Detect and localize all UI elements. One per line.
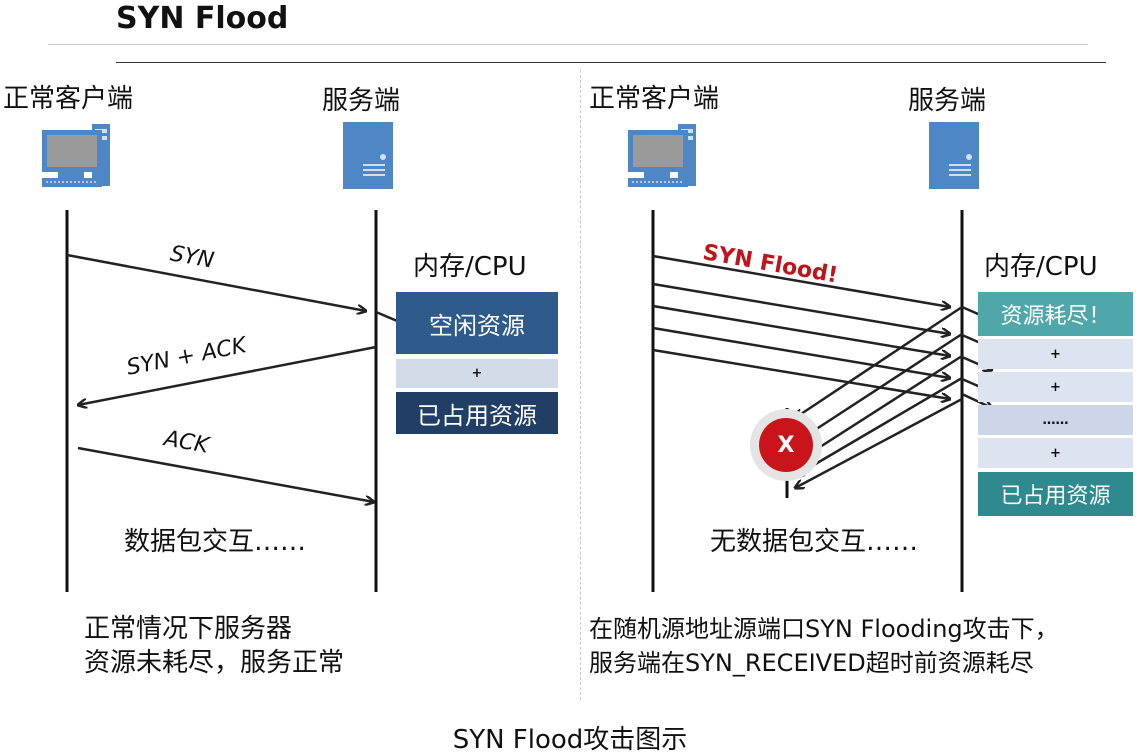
left-res-free: 空闲资源 — [396, 292, 558, 354]
flood-syn-arrow-5 — [652, 348, 950, 399]
flood-synack-arrow-1 — [795, 305, 963, 418]
flood-synack-arrow-5 — [795, 397, 963, 488]
left-res-plus: + — [396, 359, 558, 388]
right-server-icon — [929, 122, 979, 189]
figure-caption: SYN Flood攻击图示 — [452, 725, 688, 755]
left-ack-arrow — [77, 446, 374, 502]
right-res-plus-1: + — [978, 339, 1133, 369]
page-title: SYN Flood — [116, 1, 289, 36]
flood-synack-arrow-4 — [795, 376, 963, 476]
right-server-label: 服务端 — [908, 86, 987, 116]
right-client-computer-icon — [628, 124, 696, 187]
flood-syn-arrow-2 — [652, 282, 950, 334]
left-syn-arrow — [66, 253, 366, 311]
right-note-line1: 在随机源地址源端口SYN Flooding攻击下， — [589, 615, 1059, 643]
title-underline — [48, 44, 1088, 45]
right-resource-label: 内存/CPU — [984, 252, 1098, 282]
left-resource-label: 内存/CPU — [413, 252, 527, 282]
right-res-exhausted: 资源耗尽！ — [978, 292, 1133, 336]
left-server-icon — [343, 122, 393, 189]
left-client-label: 正常客户端 — [3, 84, 134, 114]
left-synack-arrow — [78, 345, 377, 405]
title-rule — [116, 62, 1106, 63]
left-note-line1: 正常情况下服务器 — [84, 614, 293, 644]
right-res-plus-3: + — [978, 438, 1133, 468]
flood-syn-arrow-1 — [652, 254, 950, 307]
blocked-symbol: X — [777, 432, 795, 458]
flood-syn-arrow-3 — [652, 304, 950, 356]
right-client-label: 正常客户端 — [589, 84, 720, 114]
panel-divider — [580, 70, 581, 700]
left-note-line2: 资源未耗尽，服务正常 — [84, 648, 345, 678]
left-res-used: 已占用资源 — [396, 392, 558, 434]
blocked-x-icon — [750, 409, 822, 481]
flood-syn-arrow-4 — [652, 326, 950, 378]
right-res-dots: …… — [978, 405, 1133, 435]
right-no-exchange-text: 无数据包交互…… — [710, 527, 919, 557]
right-note-line2: 服务端在SYN_RECEIVED超时前资源耗尽 — [589, 649, 1034, 677]
left-client-computer-icon — [42, 124, 110, 187]
flood-synack-arrow-2 — [795, 332, 963, 443]
left-exchange-text: 数据包交互…… — [124, 527, 307, 557]
flood-synack-arrow-3 — [795, 354, 963, 463]
left-server-label: 服务端 — [322, 86, 401, 116]
right-res-used: 已占用资源 — [978, 472, 1133, 516]
right-res-plus-2: + — [978, 372, 1133, 402]
